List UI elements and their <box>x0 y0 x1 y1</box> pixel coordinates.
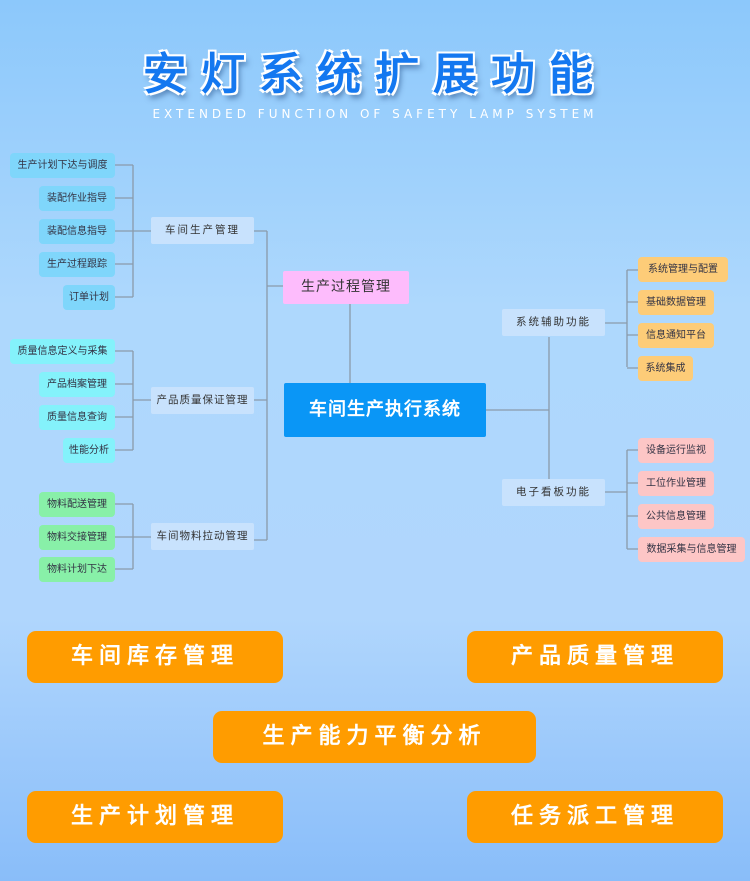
leaf-node: 装配作业指导 <box>39 186 115 211</box>
task-dispatch-button[interactable]: 任务派工管理 <box>467 791 723 843</box>
leaf-node: 系统管理与配置 <box>638 257 728 282</box>
leaf-node: 基础数据管理 <box>638 290 714 315</box>
leaf-node: 设备运行监视 <box>638 438 714 463</box>
leaf-node: 系统集成 <box>638 356 693 381</box>
page-title: 安灯系统扩展功能 <box>143 49 607 100</box>
production-plan-button[interactable]: 生产计划管理 <box>27 791 283 843</box>
process-node: 生产过程管理 <box>283 271 409 304</box>
leaf-node: 物料计划下达 <box>39 557 115 582</box>
leaf-node: 生产过程跟踪 <box>39 252 115 277</box>
leaf-node: 工位作业管理 <box>638 471 714 496</box>
connector-lines <box>115 164 638 570</box>
group-node: 系统辅助功能 <box>502 309 605 336</box>
leaf-node: 装配信息指导 <box>39 219 115 244</box>
group-node: 车间物料拉动管理 <box>151 523 254 550</box>
capacity-balance-button[interactable]: 生产能力平衡分析 <box>213 711 536 763</box>
leaf-node: 质量信息查询 <box>39 405 115 430</box>
leaf-node: 性能分析 <box>63 438 115 463</box>
leaf-node: 物料配送管理 <box>39 492 115 517</box>
leaf-node: 信息通知平台 <box>638 323 714 348</box>
group-node: 车间生产管理 <box>151 217 254 244</box>
leaf-node: 生产计划下达与调度 <box>10 153 115 178</box>
leaf-node: 订单计划 <box>63 285 115 310</box>
leaf-node: 数据采集与信息管理 <box>638 537 745 562</box>
leaf-node: 质量信息定义与采集 <box>10 339 115 364</box>
inventory-management-button[interactable]: 车间库存管理 <box>27 631 283 683</box>
leaf-node: 产品档案管理 <box>39 372 115 397</box>
leaf-node: 物料交接管理 <box>39 525 115 550</box>
quality-management-button[interactable]: 产品质量管理 <box>467 631 723 683</box>
leaf-node: 公共信息管理 <box>638 504 714 529</box>
group-node: 电子看板功能 <box>502 479 605 506</box>
core-node: 车间生产执行系统 <box>284 383 486 437</box>
group-node: 产品质量保证管理 <box>151 387 254 414</box>
page-subtitle: EXTENDED FUNCTION OF SAFETY LAMP SYSTEM <box>152 107 598 121</box>
